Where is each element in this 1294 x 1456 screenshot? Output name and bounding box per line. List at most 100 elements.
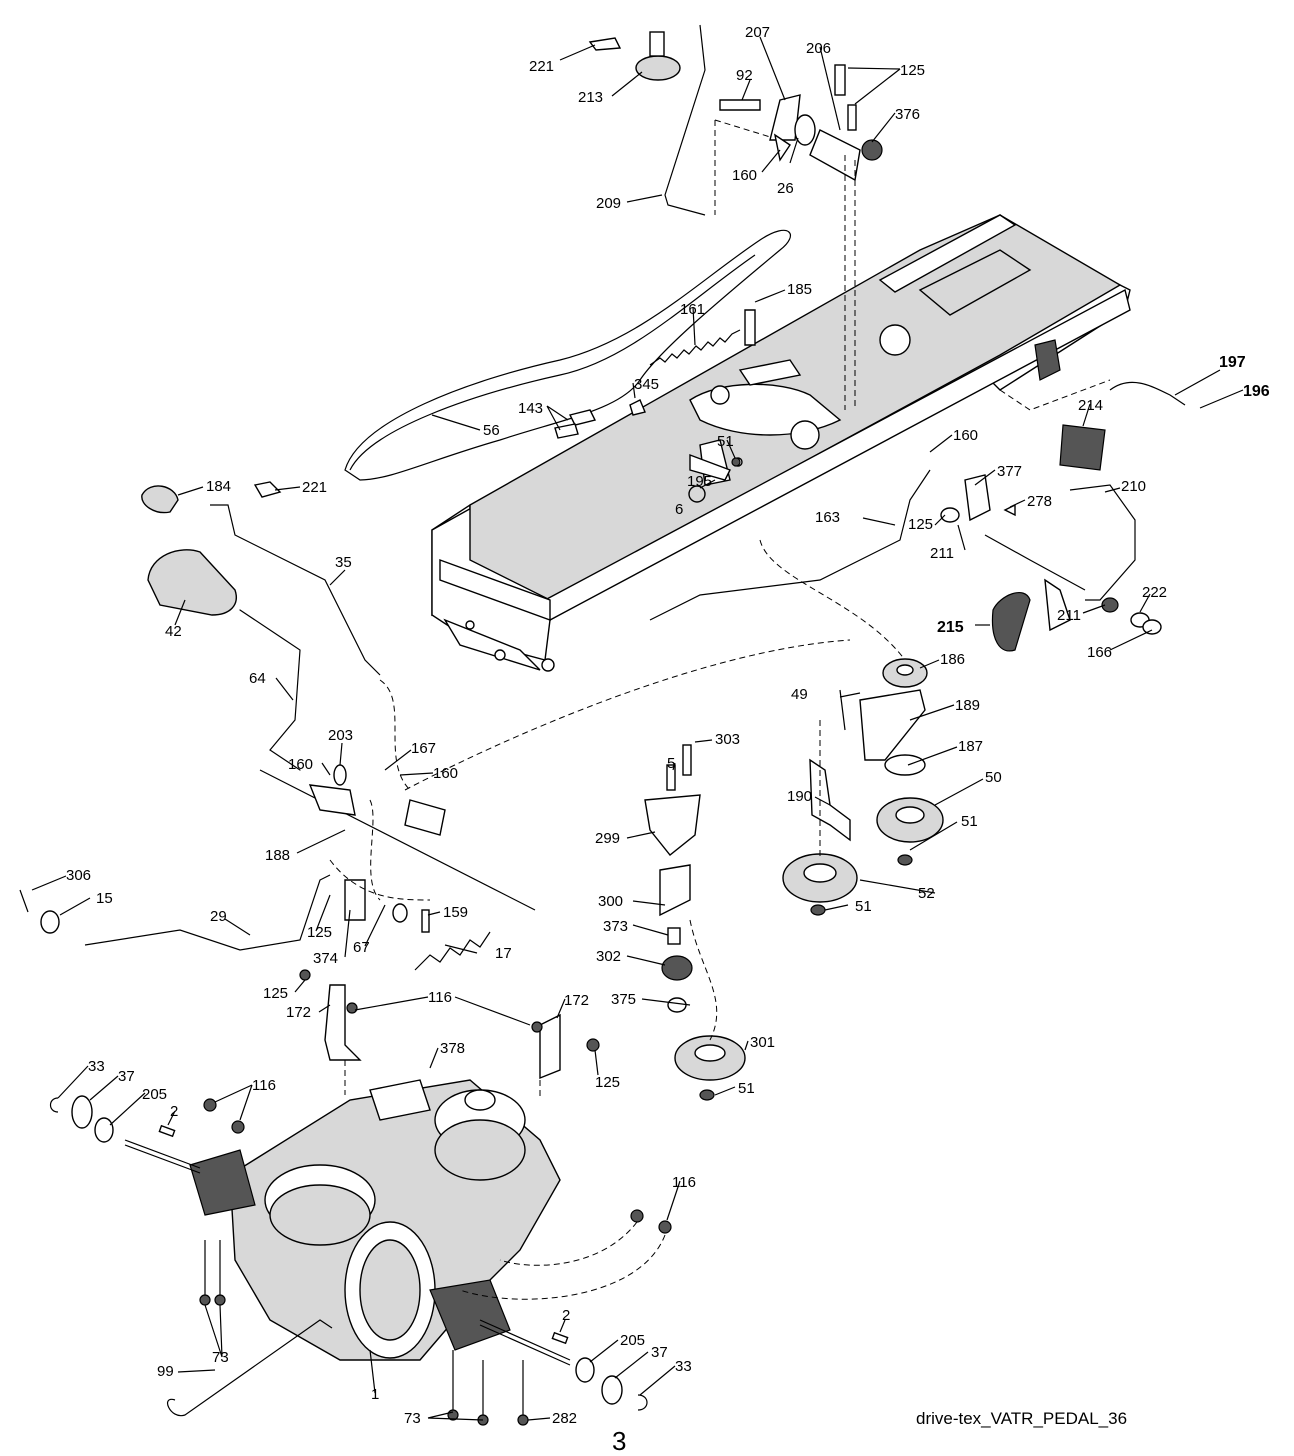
- callout-207: 207: [745, 24, 770, 41]
- callout-125: 125: [307, 924, 332, 941]
- callout-37: 37: [118, 1068, 135, 1085]
- callout-377: 377: [997, 463, 1022, 480]
- callout-172: 172: [286, 1004, 311, 1021]
- center-idler-assembly: [644, 744, 746, 1101]
- callout-161: 161: [680, 301, 705, 318]
- callout-210: 210: [1121, 478, 1146, 495]
- callout-92: 92: [736, 67, 753, 84]
- callout-166: 166: [1087, 644, 1112, 661]
- callout-205: 205: [620, 1332, 645, 1349]
- leader-lines: [31, 36, 1244, 1421]
- callout-160: 160: [953, 427, 978, 444]
- callout-186: 186: [940, 651, 965, 668]
- callout-73: 73: [212, 1349, 229, 1366]
- callout-159: 159: [443, 904, 468, 921]
- callout-29: 29: [210, 908, 227, 925]
- callout-64: 64: [249, 670, 266, 687]
- callout-306: 306: [66, 867, 91, 884]
- callout-143: 143: [518, 400, 543, 417]
- callout-373: 373: [603, 918, 628, 935]
- callout-214: 214: [1078, 397, 1103, 414]
- callout-116: 116: [672, 1174, 696, 1191]
- callout-299: 299: [595, 830, 620, 847]
- callout-211: 211: [1057, 607, 1081, 624]
- callout-125: 125: [263, 985, 288, 1002]
- diagram-id: drive-tex_VATR_PEDAL_36: [916, 1409, 1127, 1428]
- callout-50: 50: [985, 769, 1002, 786]
- callout-195: 195: [687, 473, 712, 490]
- idler-pulley-assembly: [782, 658, 944, 916]
- callout-278: 278: [1027, 493, 1052, 510]
- callout-197: 197: [1219, 354, 1246, 371]
- callout-160: 160: [732, 167, 757, 184]
- callout-302: 302: [596, 948, 621, 965]
- callout-374: 374: [313, 950, 338, 967]
- transaxle-brackets: [299, 969, 600, 1100]
- callout-26: 26: [777, 180, 794, 197]
- callout-209: 209: [596, 195, 621, 212]
- callout-42: 42: [165, 623, 182, 640]
- callout-189: 189: [955, 697, 980, 714]
- callout-125: 125: [900, 62, 925, 79]
- callout-221: 221: [302, 479, 327, 496]
- left-pedal-assembly: [19, 504, 851, 971]
- callout-51: 51: [855, 898, 872, 915]
- callout-190: 190: [787, 788, 812, 805]
- callout-172: 172: [564, 992, 589, 1009]
- callout-301: 301: [750, 1034, 775, 1051]
- callout-196: 196: [1243, 383, 1270, 400]
- callout-206: 206: [806, 40, 831, 57]
- callout-2: 2: [562, 1307, 570, 1324]
- right-pedal-linkage: [649, 379, 1186, 661]
- callout-51: 51: [961, 813, 978, 830]
- callout-300: 300: [598, 893, 623, 910]
- callout-99: 99: [157, 1363, 174, 1380]
- callout-116: 116: [252, 1077, 276, 1094]
- callout-205: 205: [142, 1086, 167, 1103]
- drive-belt: [344, 229, 791, 481]
- callout-33: 33: [88, 1058, 105, 1075]
- callout-345: 345: [634, 376, 659, 393]
- callout-163: 163: [815, 509, 840, 526]
- callout-378: 378: [440, 1040, 465, 1057]
- frame-chassis: [431, 214, 1131, 672]
- callout-187: 187: [958, 738, 983, 755]
- callout-215: 215: [937, 619, 964, 636]
- callout-51: 51: [738, 1080, 755, 1097]
- transaxle-unit: [124, 1079, 571, 1366]
- callout-56: 56: [483, 422, 500, 439]
- page-number: 3: [612, 1426, 626, 1456]
- callout-51: 51: [717, 433, 734, 450]
- callout-15: 15: [96, 890, 113, 907]
- callout-2: 2: [170, 1103, 178, 1120]
- callout-167: 167: [411, 740, 436, 757]
- callout-184: 184: [206, 478, 231, 495]
- callout-213: 213: [578, 89, 603, 106]
- callout-125: 125: [595, 1074, 620, 1091]
- callout-17: 17: [495, 945, 512, 962]
- callout-221: 221: [529, 58, 554, 75]
- callout-73: 73: [404, 1410, 421, 1427]
- callout-185: 185: [787, 281, 812, 298]
- callout-125: 125: [908, 516, 933, 533]
- callout-222: 222: [1142, 584, 1167, 601]
- callout-376: 376: [895, 106, 920, 123]
- callout-203: 203: [328, 727, 353, 744]
- callout-49: 49: [791, 686, 808, 703]
- callout-35: 35: [335, 554, 352, 571]
- callout-6: 6: [675, 501, 683, 518]
- hardware-small-parts: [141, 309, 756, 514]
- callout-375: 375: [611, 991, 636, 1008]
- lift-rod-assembly: [588, 24, 883, 410]
- callout-5: 5: [667, 755, 675, 772]
- callout-160: 160: [433, 765, 458, 782]
- callout-1: 1: [371, 1386, 379, 1403]
- callout-211: 211: [930, 545, 954, 562]
- callout-33: 33: [675, 1358, 692, 1375]
- callout-116: 116: [428, 989, 452, 1006]
- callout-188: 188: [265, 847, 290, 864]
- callout-52: 52: [918, 885, 935, 902]
- callout-37: 37: [651, 1344, 668, 1361]
- callout-67: 67: [353, 939, 370, 956]
